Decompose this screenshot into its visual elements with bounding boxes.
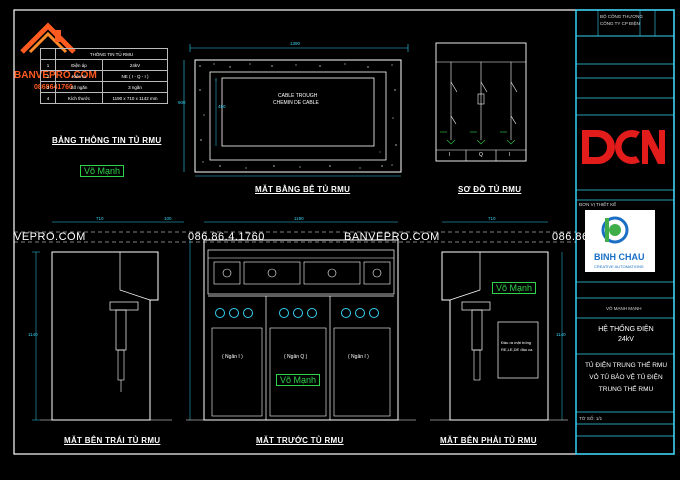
schematic-diagram: [435, 42, 527, 162]
dim-label: 450: [218, 104, 226, 109]
watermark: VEPRO.COM: [14, 231, 86, 243]
tb-project-value: 24kV: [618, 336, 634, 343]
dim-label: 710: [488, 216, 496, 221]
logo-house-icon: [20, 22, 76, 54]
tb-project-label: HỆ THỐNG ĐIỆN: [598, 326, 654, 333]
dim-label: 1140: [556, 332, 566, 337]
dim-label: 100: [164, 216, 172, 221]
caption-schematic: SƠ ĐỒ TỦ RMU: [458, 185, 522, 194]
table-row: 2 Kiểu tủ NE ( I - Q - I ): [40, 70, 168, 82]
table-row: 1 Điện áp 24kV: [40, 59, 168, 71]
dim-label: 900: [178, 100, 186, 105]
tb-title: VỎ TỦ BẢO VỆ TỦ ĐIỆN: [589, 374, 663, 381]
caption-info-table: BẢNG THÔNG TIN TỦ RMU: [52, 136, 162, 145]
caption-foundation: MẶT BẰNG BỆ TỦ RMU: [255, 185, 351, 194]
tb-drawn-by: VÕ MẠNH MẠNH: [606, 306, 642, 311]
bay-label: ( Ngăn I ): [348, 354, 369, 360]
watermark: 086.86.4.1760: [188, 231, 265, 243]
right-note: RE,LE,DE đầu ca: [501, 347, 533, 352]
caption-front: MẶT TRƯỚC TỦ RMU: [256, 436, 344, 445]
tb-company-label: ĐƠN VỊ THIẾT KẾ: [579, 202, 617, 207]
owner-tag: Võ Mạnh: [80, 165, 125, 177]
trough-label: CABLE TROUGH: [278, 93, 318, 99]
right-side-view: [430, 221, 568, 421]
caption-left-side: MẶT BÊN TRÁI TỦ RMU: [64, 436, 161, 445]
left-side-view: [32, 221, 184, 421]
binh-chau-logo: [585, 210, 655, 272]
owner-tag: Võ Mạnh: [276, 374, 321, 386]
owner-tag: Võ Mạnh: [492, 282, 537, 294]
caption-right-side: MẶT BÊN PHẢI TỦ RMU: [440, 436, 537, 445]
info-table: THÔNG TIN TỦ RMU 1 Điện áp 24kV 2 Kiểu t…: [40, 48, 168, 104]
trough-label: CHEMIN DE CABLE: [273, 100, 319, 106]
front-view: [186, 221, 416, 421]
schematic-label: Q: [479, 152, 483, 158]
binh-chau-sub: CREATIVE AUTOMATIONS: [594, 264, 644, 269]
dim-label: 1140: [28, 332, 38, 337]
tb-sheet-no: TỜ SỐ: 1/1: [579, 416, 603, 421]
tb-header: BỘ CÔNG THƯƠNG: [600, 14, 643, 19]
tb-header: CÔNG TY CP ĐIỆN: [600, 21, 640, 26]
dim-label: 710: [96, 216, 104, 221]
foundation-plan: [183, 44, 409, 177]
right-note: Đầu ra mặt trống: [501, 340, 532, 345]
schematic-label: I: [509, 152, 511, 158]
watermark: BANVEPRO.COM: [344, 231, 440, 243]
dim-label: 1390: [290, 41, 301, 46]
tb-title: TỦ ĐIỆN TRUNG THẾ RMU: [584, 362, 668, 369]
bay-label: ( Ngăn Q ): [284, 354, 308, 360]
table-row: 4 Kích thước 1190 x 710 x 1142 mm: [40, 92, 168, 104]
binh-chau-name: BINH CHAU: [594, 252, 645, 262]
info-table-header: THÔNG TIN TỦ RMU: [55, 48, 168, 60]
table-row: 3 Số ngăn 3 ngăn: [40, 81, 168, 93]
dim-label: 1190: [294, 216, 304, 221]
bay-label: ( Ngăn I ): [222, 354, 243, 360]
schematic-label: I: [449, 152, 451, 158]
tb-title: TRUNG THẾ RMU: [598, 386, 654, 393]
dcn-logo: [582, 130, 665, 165]
